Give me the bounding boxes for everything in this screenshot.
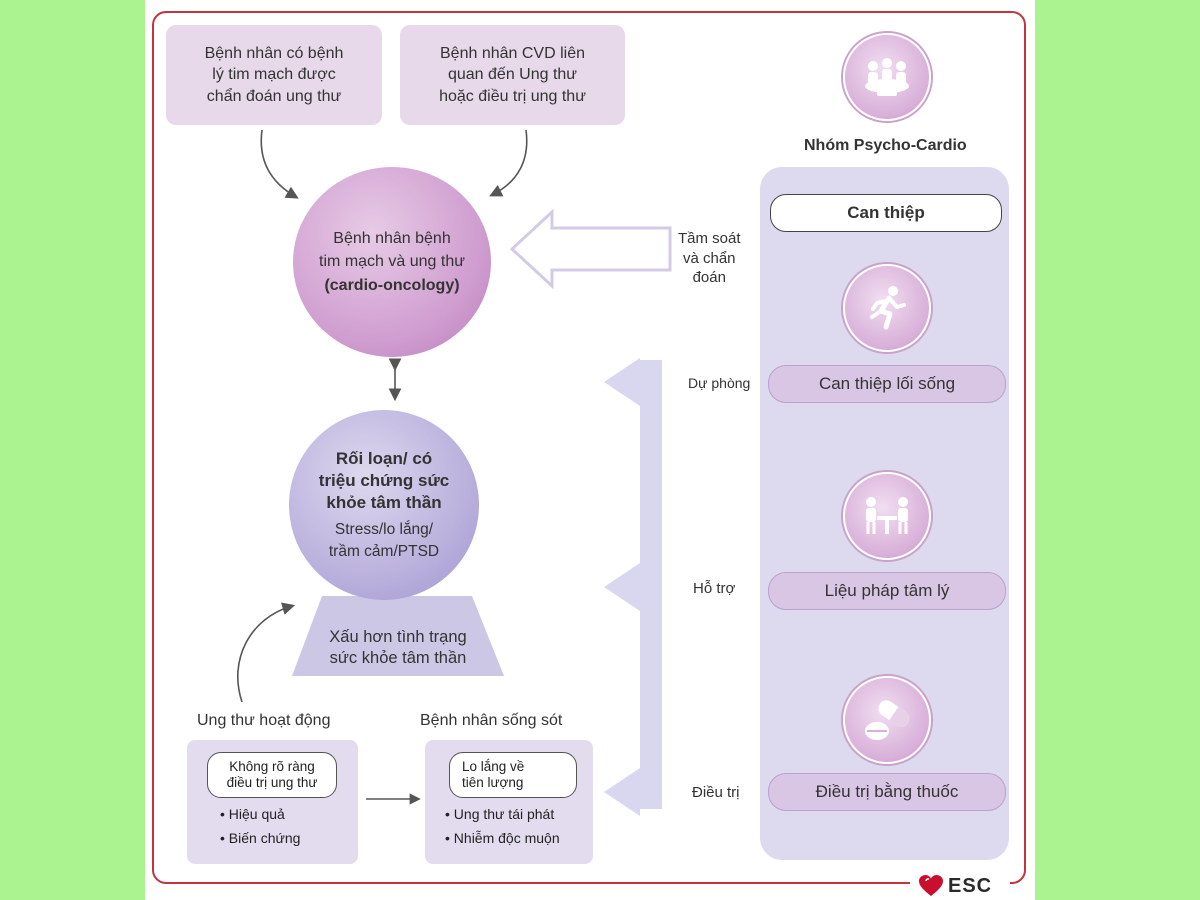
circle-bold-line: triệu chứng sức [318, 470, 450, 490]
cancer-related-cvd-box: Bệnh nhân CVD liên quan đến Ung thư hoặc… [400, 25, 625, 125]
therapy-glyph [866, 497, 908, 534]
active-cancer-bullet: • Biến chứng [220, 830, 301, 846]
survivor-title: Bệnh nhân sống sót [420, 712, 563, 729]
circle-bold-line: (cardio-oncology) [324, 276, 460, 294]
circle-line: tim mạch và ung thư [319, 253, 465, 271]
active-cancer-title: Ung thư hoạt động [197, 712, 331, 729]
pill-line: điều trị ung thư [226, 775, 318, 790]
support-label: Hỗ trợ [693, 580, 736, 597]
screening-label: Tầm soát và chẩn đoán [678, 229, 741, 288]
box-line: Bệnh nhân có bệnh [204, 44, 344, 62]
circle-line: Stress/lo lắng/ [334, 521, 434, 538]
survivor-bullet: • Ung thư tái phát [445, 806, 555, 822]
active-cancer-bullet: • Hiệu quả [220, 806, 285, 822]
box-line: quan đến Ung thư [447, 66, 578, 84]
cardio-oncology-patient-circle: Bệnh nhân bệnh tim mạch và ung thư (card… [293, 167, 491, 357]
circle-line: trầm cảm/PTSD [328, 543, 440, 561]
worsening-line: sức khỏe tâm thần [329, 649, 467, 667]
therapy-session-icon [843, 472, 931, 560]
box-line: hoặc điều trị ung thư [439, 87, 586, 105]
box-line: chẩn đoán ung thư [206, 87, 342, 105]
unclear-treatment-pill: Không rõ ràng điều trị ung thư [207, 752, 337, 798]
circle-bold-line: khỏe tâm thần [326, 492, 442, 512]
team-meeting-glyph [865, 58, 909, 96]
circle-line: Bệnh nhân bệnh [333, 230, 451, 248]
running-person-icon [843, 264, 931, 352]
esc-logo: ESC [918, 874, 992, 898]
screening-line: đoán [692, 269, 726, 286]
cvd-patient-cancer-box: Bệnh nhân có bệnh lý tim mạch được chẩn … [166, 25, 382, 125]
team-title: Nhóm Psycho-Cardio [804, 137, 967, 154]
medication-pills-icon [843, 676, 931, 764]
survivor-bullet: • Nhiễm độc muộn [445, 830, 560, 846]
intervention-header: Can thiệp [770, 194, 1002, 232]
team-meeting-icon [843, 33, 931, 121]
medication-treatment-pill: Điều trị bằng thuốc [768, 773, 1006, 811]
lifestyle-intervention-pill: Can thiệp lối sống [768, 365, 1006, 403]
diagram-frame [152, 11, 1026, 884]
screening-line: Tầm soát [678, 230, 741, 247]
pill-line: tiên lượng [462, 775, 524, 790]
circle-bold-line: Rối loạn/ có [335, 448, 433, 468]
esc-logo-text: ESC [948, 874, 993, 897]
worsening-mental-health-base: Xấu hơn tình trạng sức khỏe tâm thần [292, 618, 504, 678]
running-glyph [870, 286, 906, 330]
prevention-label: Dự phòng [688, 375, 751, 391]
treatment-label: Điều trị [692, 784, 740, 801]
pills-glyph [865, 700, 910, 740]
prognosis-worry-pill: Lo lắng về tiên lượng [449, 752, 577, 798]
psychotherapy-pill: Liệu pháp tâm lý [768, 572, 1006, 610]
heart-icon [919, 875, 943, 896]
mental-disorder-circle: Rối loạn/ có triệu chứng sức khỏe tâm th… [289, 410, 479, 600]
worsening-line: Xấu hơn tình trạng [329, 627, 467, 646]
screening-line: và chẩn [682, 249, 736, 267]
pill-line: Lo lắng về [462, 758, 525, 774]
pill-line: Không rõ ràng [229, 758, 315, 774]
box-line: lý tim mạch được [212, 66, 336, 84]
box-line: Bệnh nhân CVD liên [440, 44, 585, 62]
